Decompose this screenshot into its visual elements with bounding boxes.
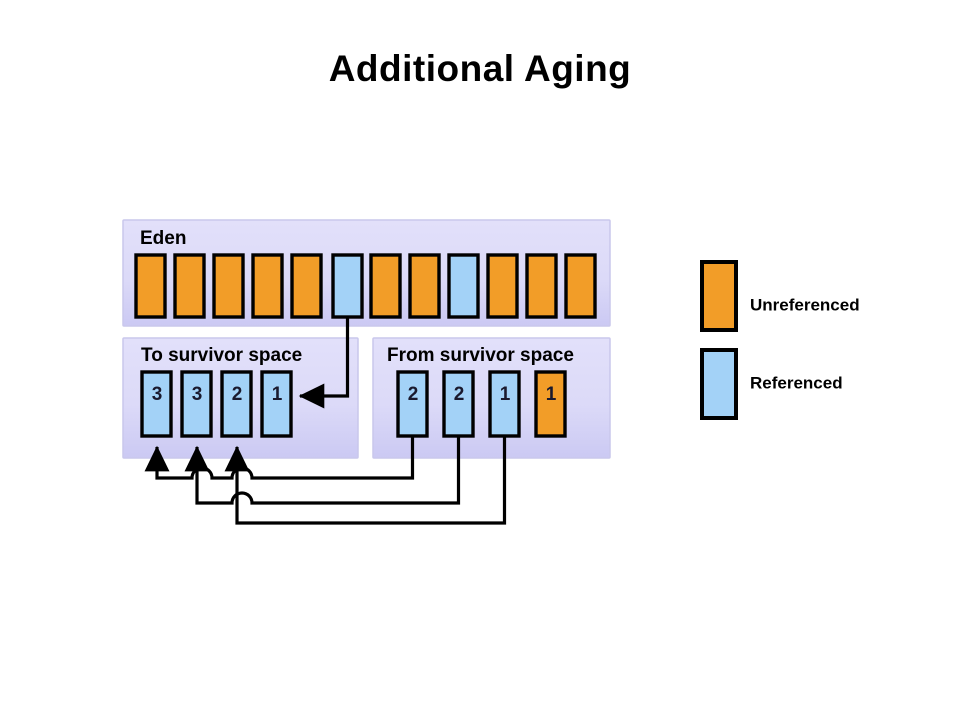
to-survivor-block-4[interactable] xyxy=(260,370,293,438)
eden-block-5[interactable] xyxy=(290,253,323,319)
to-survivor-blocks: 3 3 2 1 xyxy=(140,370,293,438)
from-survivor-blocks: 2 2 1 1 xyxy=(396,370,567,438)
legend-label-unreferenced: Unreferenced xyxy=(750,295,860,314)
to-survivor-block-2-value: 3 xyxy=(192,384,203,405)
from-survivor-block-1-value: 2 xyxy=(408,384,419,405)
legend-swatch-unreferenced xyxy=(700,260,738,332)
eden-block-2[interactable] xyxy=(173,253,206,319)
from-survivor-block-1[interactable] xyxy=(396,370,429,438)
connection-from1-to1 xyxy=(144,436,415,480)
from-survivor-panel-label: From survivor space xyxy=(387,345,574,366)
to-survivor-panel-label: To survivor space xyxy=(141,345,302,366)
connection-eden-to-survivor xyxy=(298,317,350,409)
connection-from2-to2 xyxy=(184,436,461,505)
legend-swatch-referenced xyxy=(700,348,738,420)
eden-blocks xyxy=(134,253,597,319)
page-title: Additional Aging xyxy=(328,48,632,89)
legend: Unreferenced Referenced xyxy=(700,260,860,420)
eden-block-1[interactable] xyxy=(134,253,167,319)
eden-panel: Eden xyxy=(122,219,611,327)
eden-block-8[interactable] xyxy=(408,253,441,319)
eden-block-11[interactable] xyxy=(525,253,558,319)
legend-item-referenced: Referenced xyxy=(700,348,843,420)
from-survivor-block-2-value: 2 xyxy=(454,384,465,405)
eden-block-4[interactable] xyxy=(251,253,284,319)
to-survivor-block-2[interactable] xyxy=(180,370,213,438)
eden-block-3[interactable] xyxy=(212,253,245,319)
from-survivor-block-3-value: 1 xyxy=(500,384,511,405)
from-survivor-block-2[interactable] xyxy=(442,370,475,438)
to-survivor-block-1[interactable] xyxy=(140,370,173,438)
to-survivor-block-4-value: 1 xyxy=(272,384,283,405)
from-survivor-panel: From survivor space 2 2 1 1 xyxy=(372,337,611,459)
from-survivor-block-4[interactable] xyxy=(534,370,567,438)
eden-panel-label: Eden xyxy=(140,228,186,249)
eden-block-7[interactable] xyxy=(369,253,402,319)
to-survivor-panel: To survivor space 3 3 2 1 xyxy=(122,337,359,459)
legend-item-unreferenced: Unreferenced xyxy=(700,260,860,332)
to-survivor-block-3[interactable] xyxy=(220,370,253,438)
from-survivor-block-4-value: 1 xyxy=(546,384,557,405)
eden-block-9[interactable] xyxy=(447,253,480,319)
eden-block-6[interactable] xyxy=(331,253,364,319)
connection-from3-to3 xyxy=(224,436,507,525)
legend-label-referenced: Referenced xyxy=(750,373,843,392)
eden-block-12[interactable] xyxy=(564,253,597,319)
eden-block-10[interactable] xyxy=(486,253,519,319)
to-survivor-block-3-value: 2 xyxy=(232,384,243,405)
to-survivor-block-1-value: 3 xyxy=(152,384,163,405)
